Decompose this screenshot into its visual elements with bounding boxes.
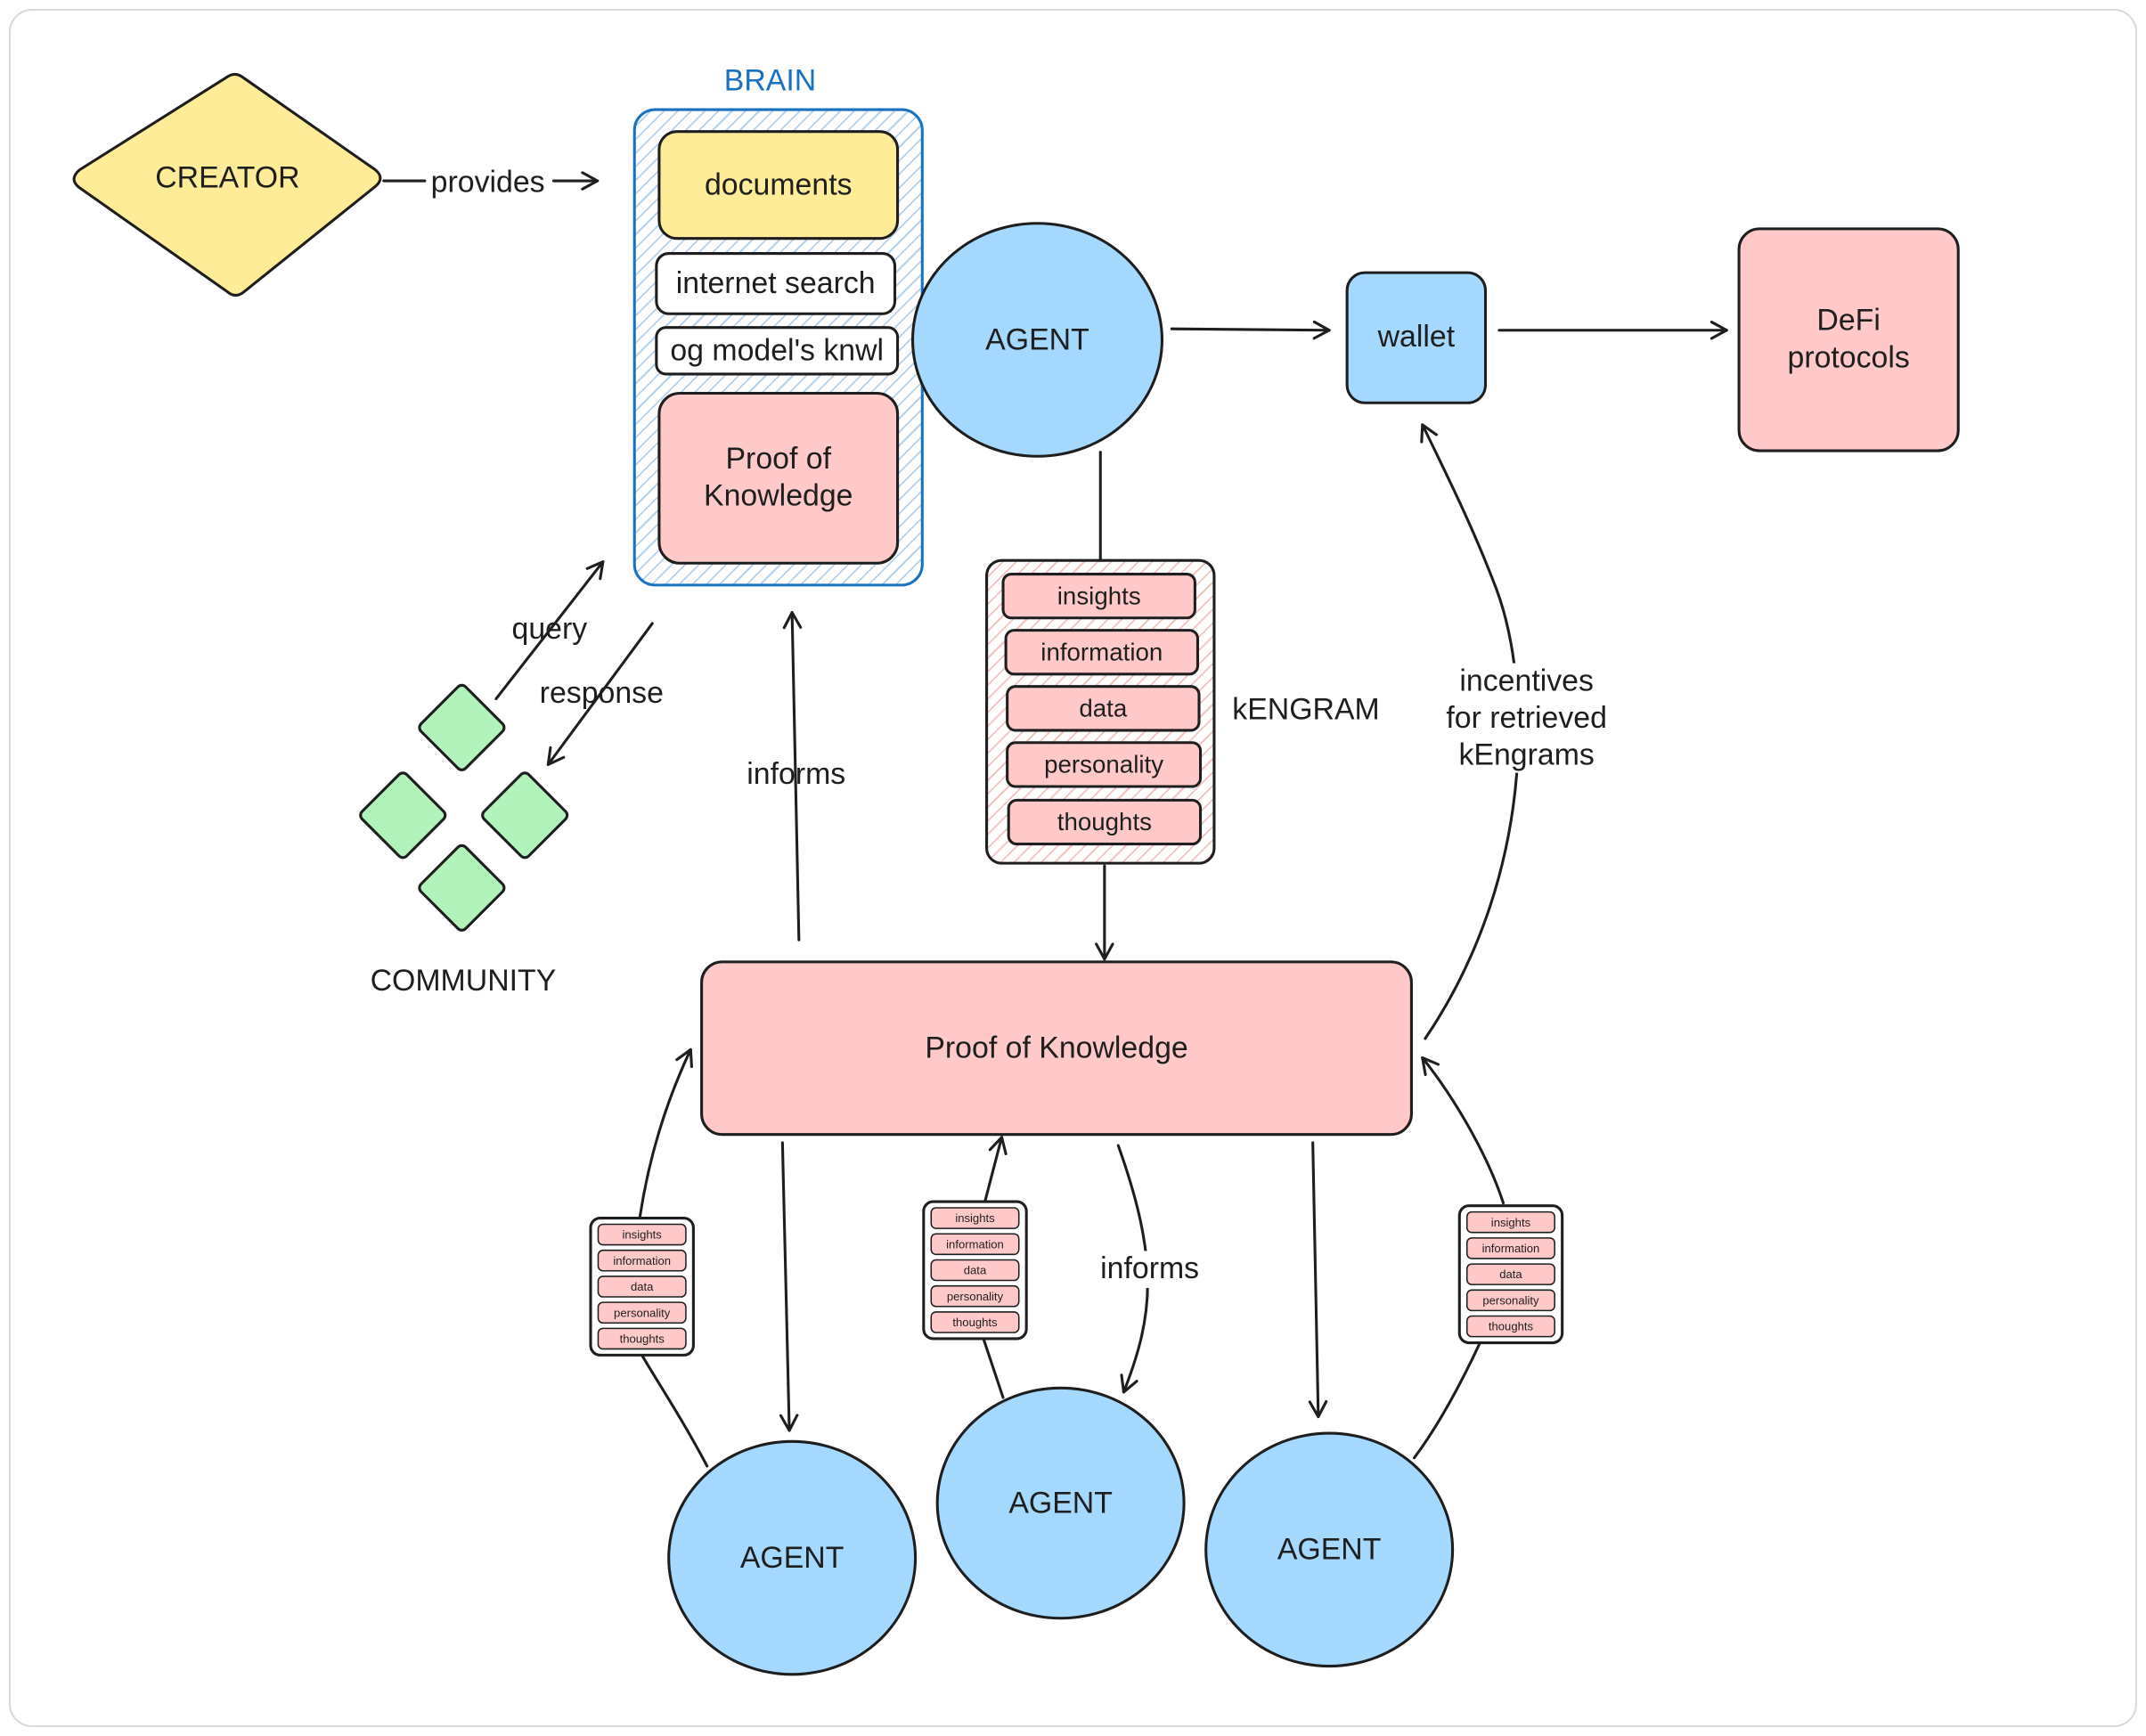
arrow-mini-kengram-2-to-proof — [983, 1136, 1008, 1202]
informs-label-left: informs — [747, 756, 846, 791]
mini-kengram-item: data — [1465, 1263, 1555, 1285]
mini-kengram-item: data — [930, 1259, 1020, 1282]
mini-kengram-item: data — [597, 1276, 687, 1298]
agent-bottom-1[interactable]: AGENT — [667, 1439, 918, 1676]
mini-kengram-item: insights — [930, 1207, 1020, 1229]
arrow-mini-kengram-3-to-proof — [1421, 1056, 1505, 1205]
mini-kengram-item: personality — [1465, 1289, 1555, 1312]
line-agent-3-to-mini-kengram — [1412, 1341, 1481, 1460]
mini-kengram-item: information — [930, 1233, 1020, 1256]
community-label: COMMUNITY — [370, 963, 557, 998]
mini-kengram-item: thoughts — [597, 1327, 687, 1350]
arrow-community-query — [494, 560, 605, 701]
mini-kengram-item: information — [597, 1249, 687, 1272]
brain-og-model[interactable]: og model's knwl — [655, 326, 900, 376]
brain-title: BRAIN — [723, 62, 817, 98]
mini-kengram-item: thoughts — [930, 1311, 1020, 1333]
arrow-agent-to-wallet — [1170, 320, 1331, 340]
mini-kengram-item: insights — [1465, 1210, 1555, 1234]
defi-protocols-node[interactable]: DeFi protocols — [1737, 227, 1960, 452]
arrow-brain-response — [546, 622, 654, 766]
arrow-proof-informs-brain — [782, 611, 803, 941]
agent-bottom-2[interactable]: AGENT — [935, 1386, 1186, 1620]
kengram-item[interactable]: information — [1004, 629, 1200, 676]
agent-bottom-3[interactable]: AGENT — [1204, 1431, 1455, 1668]
kengram-item[interactable]: thoughts — [1007, 798, 1203, 846]
query-label: query — [511, 611, 588, 646]
provides-label: provides — [430, 164, 545, 200]
mini-kengram-item: personality — [930, 1284, 1020, 1308]
incentives-label: incentives for retrieved kEngrams — [1430, 663, 1623, 774]
kengram-item[interactable]: data — [1006, 685, 1201, 732]
brain-internet-search[interactable]: internet search — [655, 252, 897, 315]
kengram-label: kENGRAM — [1232, 691, 1380, 727]
arrow-proof-to-agent-1 — [779, 1141, 799, 1432]
wallet-node[interactable]: wallet — [1345, 271, 1488, 404]
line-agent-2-to-mini-kengram — [982, 1338, 1005, 1399]
kengram-item[interactable]: personality — [1006, 741, 1203, 788]
informs-label-bottom: informs — [1088, 1251, 1212, 1288]
line-agent-1-to-mini-kengram — [641, 1355, 709, 1468]
brain-documents[interactable]: documents — [657, 130, 900, 240]
mini-kengram-item: insights — [597, 1223, 687, 1246]
response-label: response — [539, 675, 664, 710]
mini-kengram-item: thoughts — [1465, 1315, 1555, 1338]
agent-top[interactable]: AGENT — [910, 222, 1164, 458]
mini-kengram-item: information — [1465, 1237, 1555, 1259]
mini-kengram-item: personality — [597, 1301, 687, 1324]
arrow-proof-to-agent-3 — [1308, 1141, 1328, 1419]
brain-proof-of-knowledge[interactable]: Proof of Knowledge — [657, 391, 900, 565]
kengram-item[interactable]: insights — [1001, 573, 1196, 620]
proof-of-knowledge-main[interactable]: Proof of Knowledge — [700, 960, 1413, 1137]
arrow-incentives-to-wallet — [1420, 423, 1521, 1040]
creator-node[interactable]: CREATOR — [155, 159, 300, 195]
arrow-mini-kengram-1-to-proof — [638, 1047, 693, 1218]
